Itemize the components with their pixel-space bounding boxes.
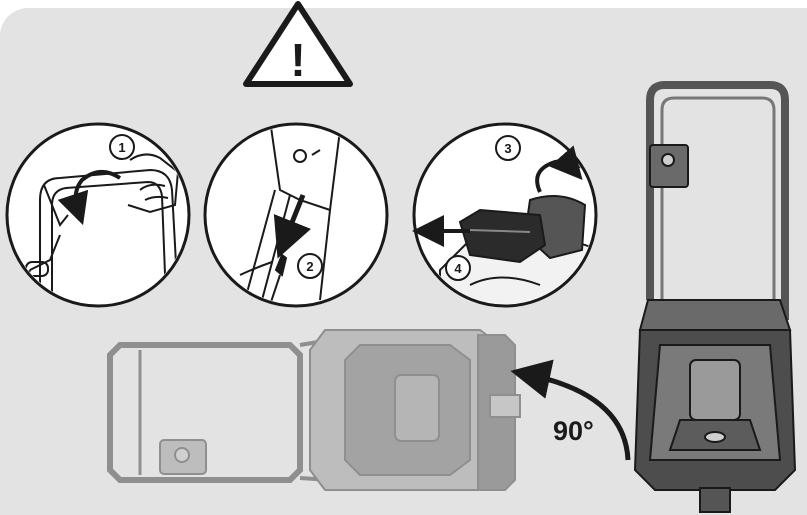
rotation-arrow: 90° [510,359,631,461]
step-number-1: 1 [118,140,125,155]
step-1-illustration: 1 [5,122,191,308]
mower-upright [633,81,797,513]
step-2-illustration: 2 [203,122,389,308]
warning-symbol: ! [290,34,305,86]
step-number-4: 4 [454,261,462,276]
step-number-3: 3 [504,141,511,156]
warning-icon: ! [243,1,353,87]
step-3-4-illustration: 3 4 [412,122,598,308]
rotation-label: 90° [553,416,594,446]
step-number-2: 2 [306,259,313,274]
mower-rotated-ghost [107,329,521,491]
